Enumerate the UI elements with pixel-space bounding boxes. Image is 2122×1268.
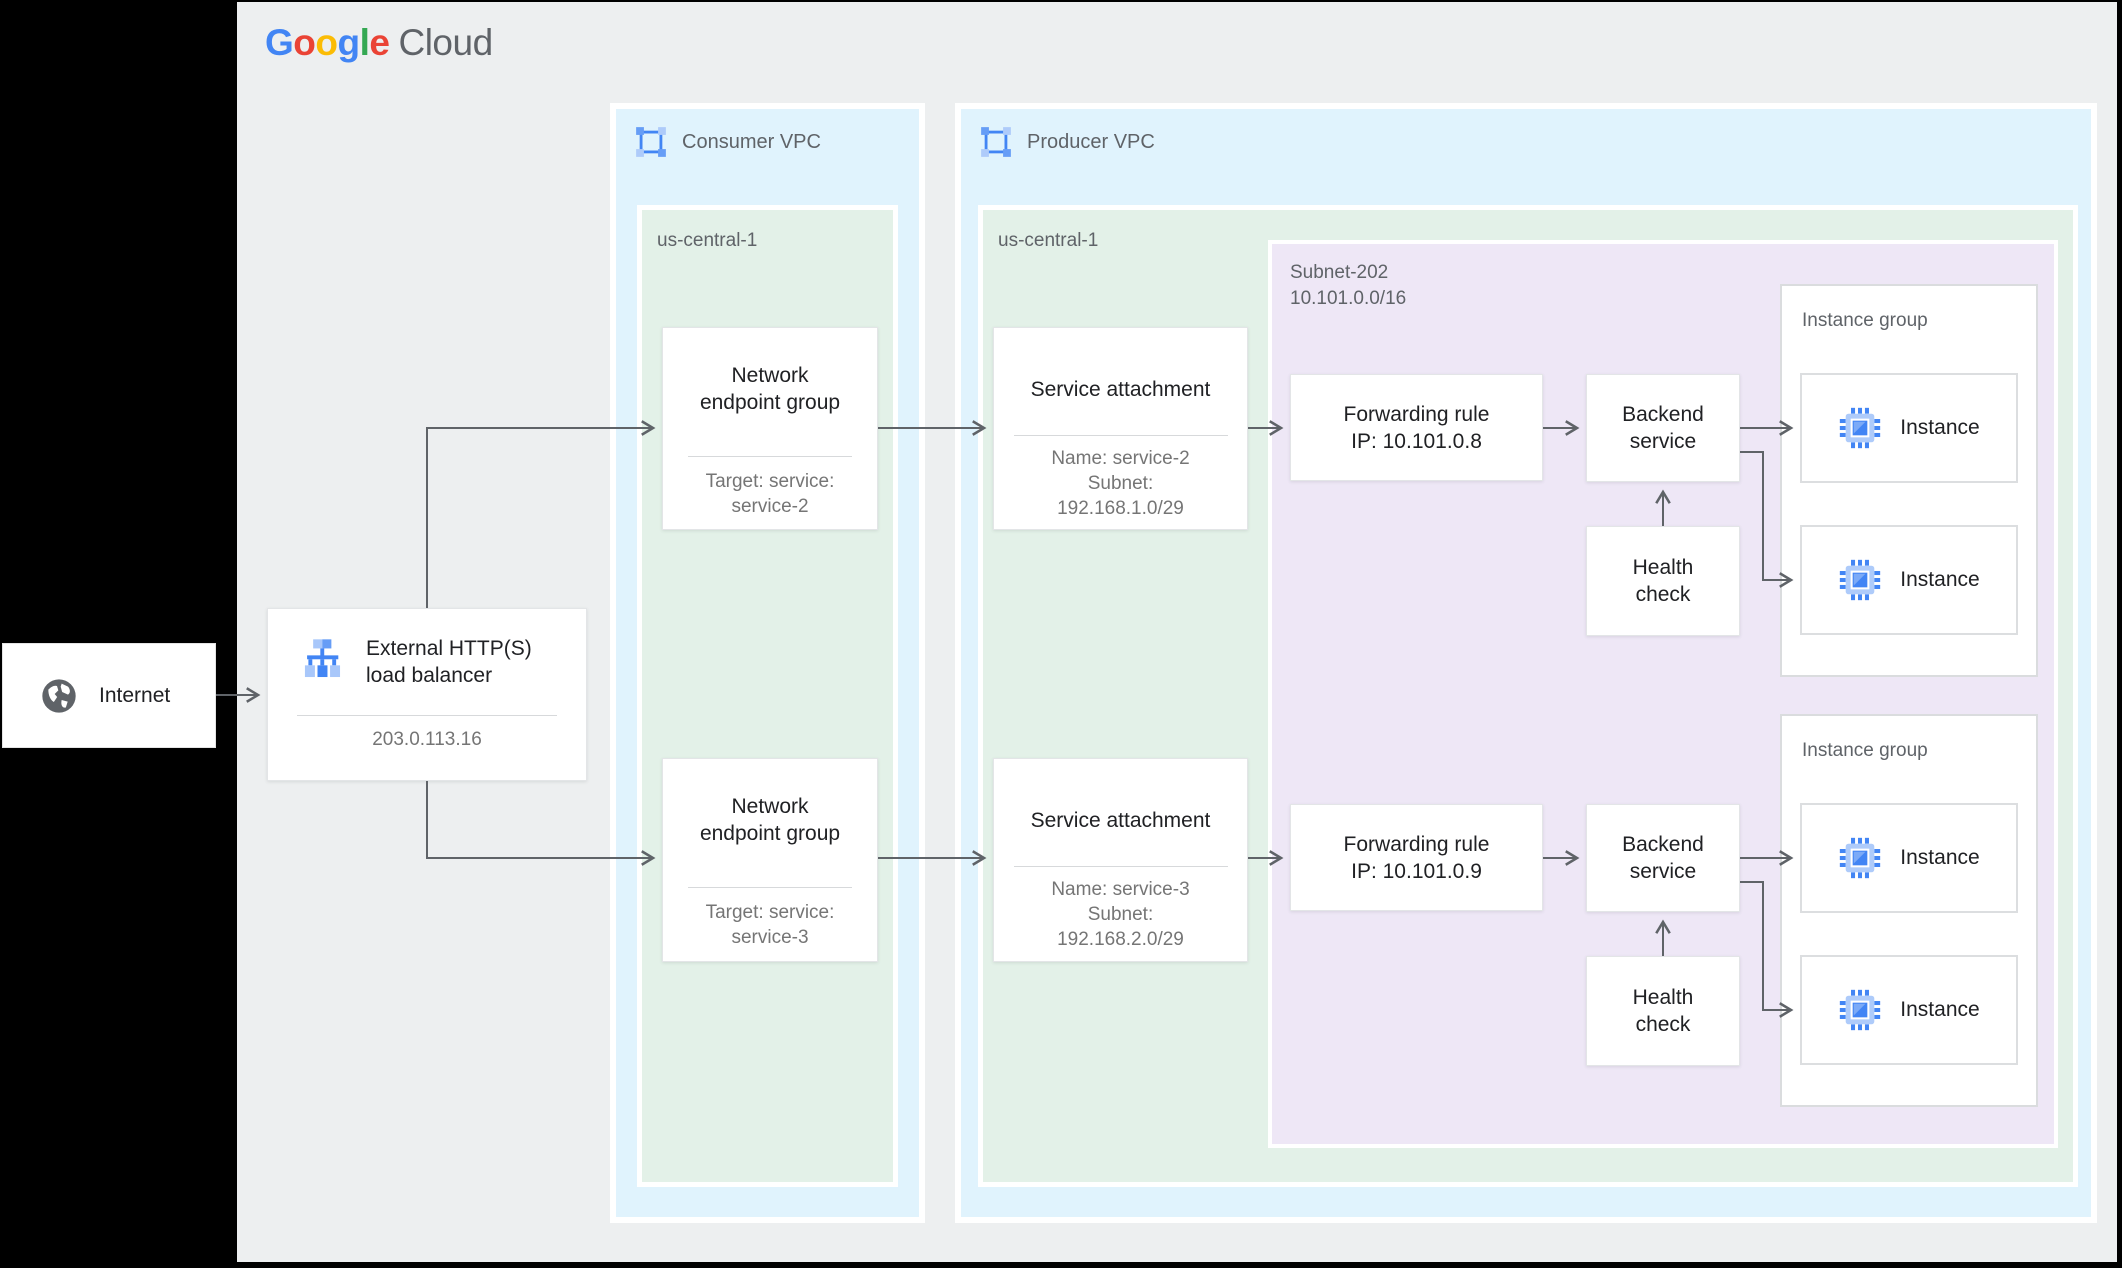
producer-vpc-label: Producer VPC [1027,130,1155,153]
instance-3: Instance [1800,803,2018,913]
producer-vpc-header: Producer VPC [961,109,2091,159]
load-balancer-title: External HTTP(S) load balancer [366,637,532,687]
globe-icon [42,678,76,713]
divider [1013,435,1228,436]
instance-group-label: Instance group [1802,740,1928,761]
divider [297,715,557,716]
subnet-cidr: 10.101.0.0/16 [1290,288,1407,309]
neg-target: Target: service: service-3 [705,902,835,948]
load-balancer-header: External HTTP(S) load balancer [298,635,586,689]
instance-chip-icon [1840,559,1881,601]
load-balancer-node: External HTTP(S) load balancer 203.0.113… [267,608,587,781]
sa-title: Service attachment [1030,809,1211,832]
logo-google: Google [265,22,390,63]
forwarding-rule-1: Forwarding rule IP: 10.101.0.8 [1290,374,1543,481]
sa-details: Name: service-3 Subnet: 192.168.2.0/29 [1051,879,1190,950]
instance-chip-icon [1840,837,1881,879]
health-check-1: Health check [1586,526,1740,636]
consumer-region-label: us-central-1 [657,230,758,251]
sa-title: Service attachment [1030,378,1211,401]
subnet-name: Subnet-202 [1290,262,1389,283]
internet-node: Internet [2,643,216,748]
instance-chip-icon [1840,407,1881,449]
backend-service-2: Backend service [1586,804,1740,912]
load-balancer-icon [304,639,341,678]
consumer-vpc-header: Consumer VPC [616,109,919,159]
instance-2: Instance [1800,525,2018,635]
subnet-label: Subnet-202 10.101.0.0/16 [1272,244,2054,312]
service-attachment-1: Service attachment Name: service-2 Subne… [993,327,1248,530]
sa-details: Name: service-2 Subnet: 192.168.1.0/29 [1051,448,1190,519]
network-endpoint-group-1: Network endpoint group Target: service: … [662,327,878,530]
internet-label: Internet [99,683,171,707]
divider [688,456,852,457]
vpc-icon [979,125,1013,159]
instance-chip-icon [1840,989,1881,1031]
instance-group-label: Instance group [1802,310,1928,331]
vpc-icon [634,125,668,159]
instance-1: Instance [1800,373,2018,483]
neg-title: Network endpoint group [699,364,841,414]
service-attachment-2: Service attachment Name: service-3 Subne… [993,758,1248,962]
load-balancer-ip: 203.0.113.16 [372,729,482,750]
instance-4: Instance [1800,955,2018,1065]
logo-cloud: Cloud [398,22,493,63]
consumer-vpc-label: Consumer VPC [682,130,821,153]
forwarding-rule-2: Forwarding rule IP: 10.101.0.9 [1290,804,1543,911]
network-endpoint-group-2: Network endpoint group Target: service: … [662,758,878,962]
health-check-2: Health check [1586,956,1740,1066]
divider [1013,866,1228,867]
neg-target: Target: service: service-2 [705,471,835,517]
divider [688,887,852,888]
backend-service-1: Backend service [1586,374,1740,482]
neg-title: Network endpoint group [699,795,841,845]
producer-region-label: us-central-1 [998,230,1099,251]
